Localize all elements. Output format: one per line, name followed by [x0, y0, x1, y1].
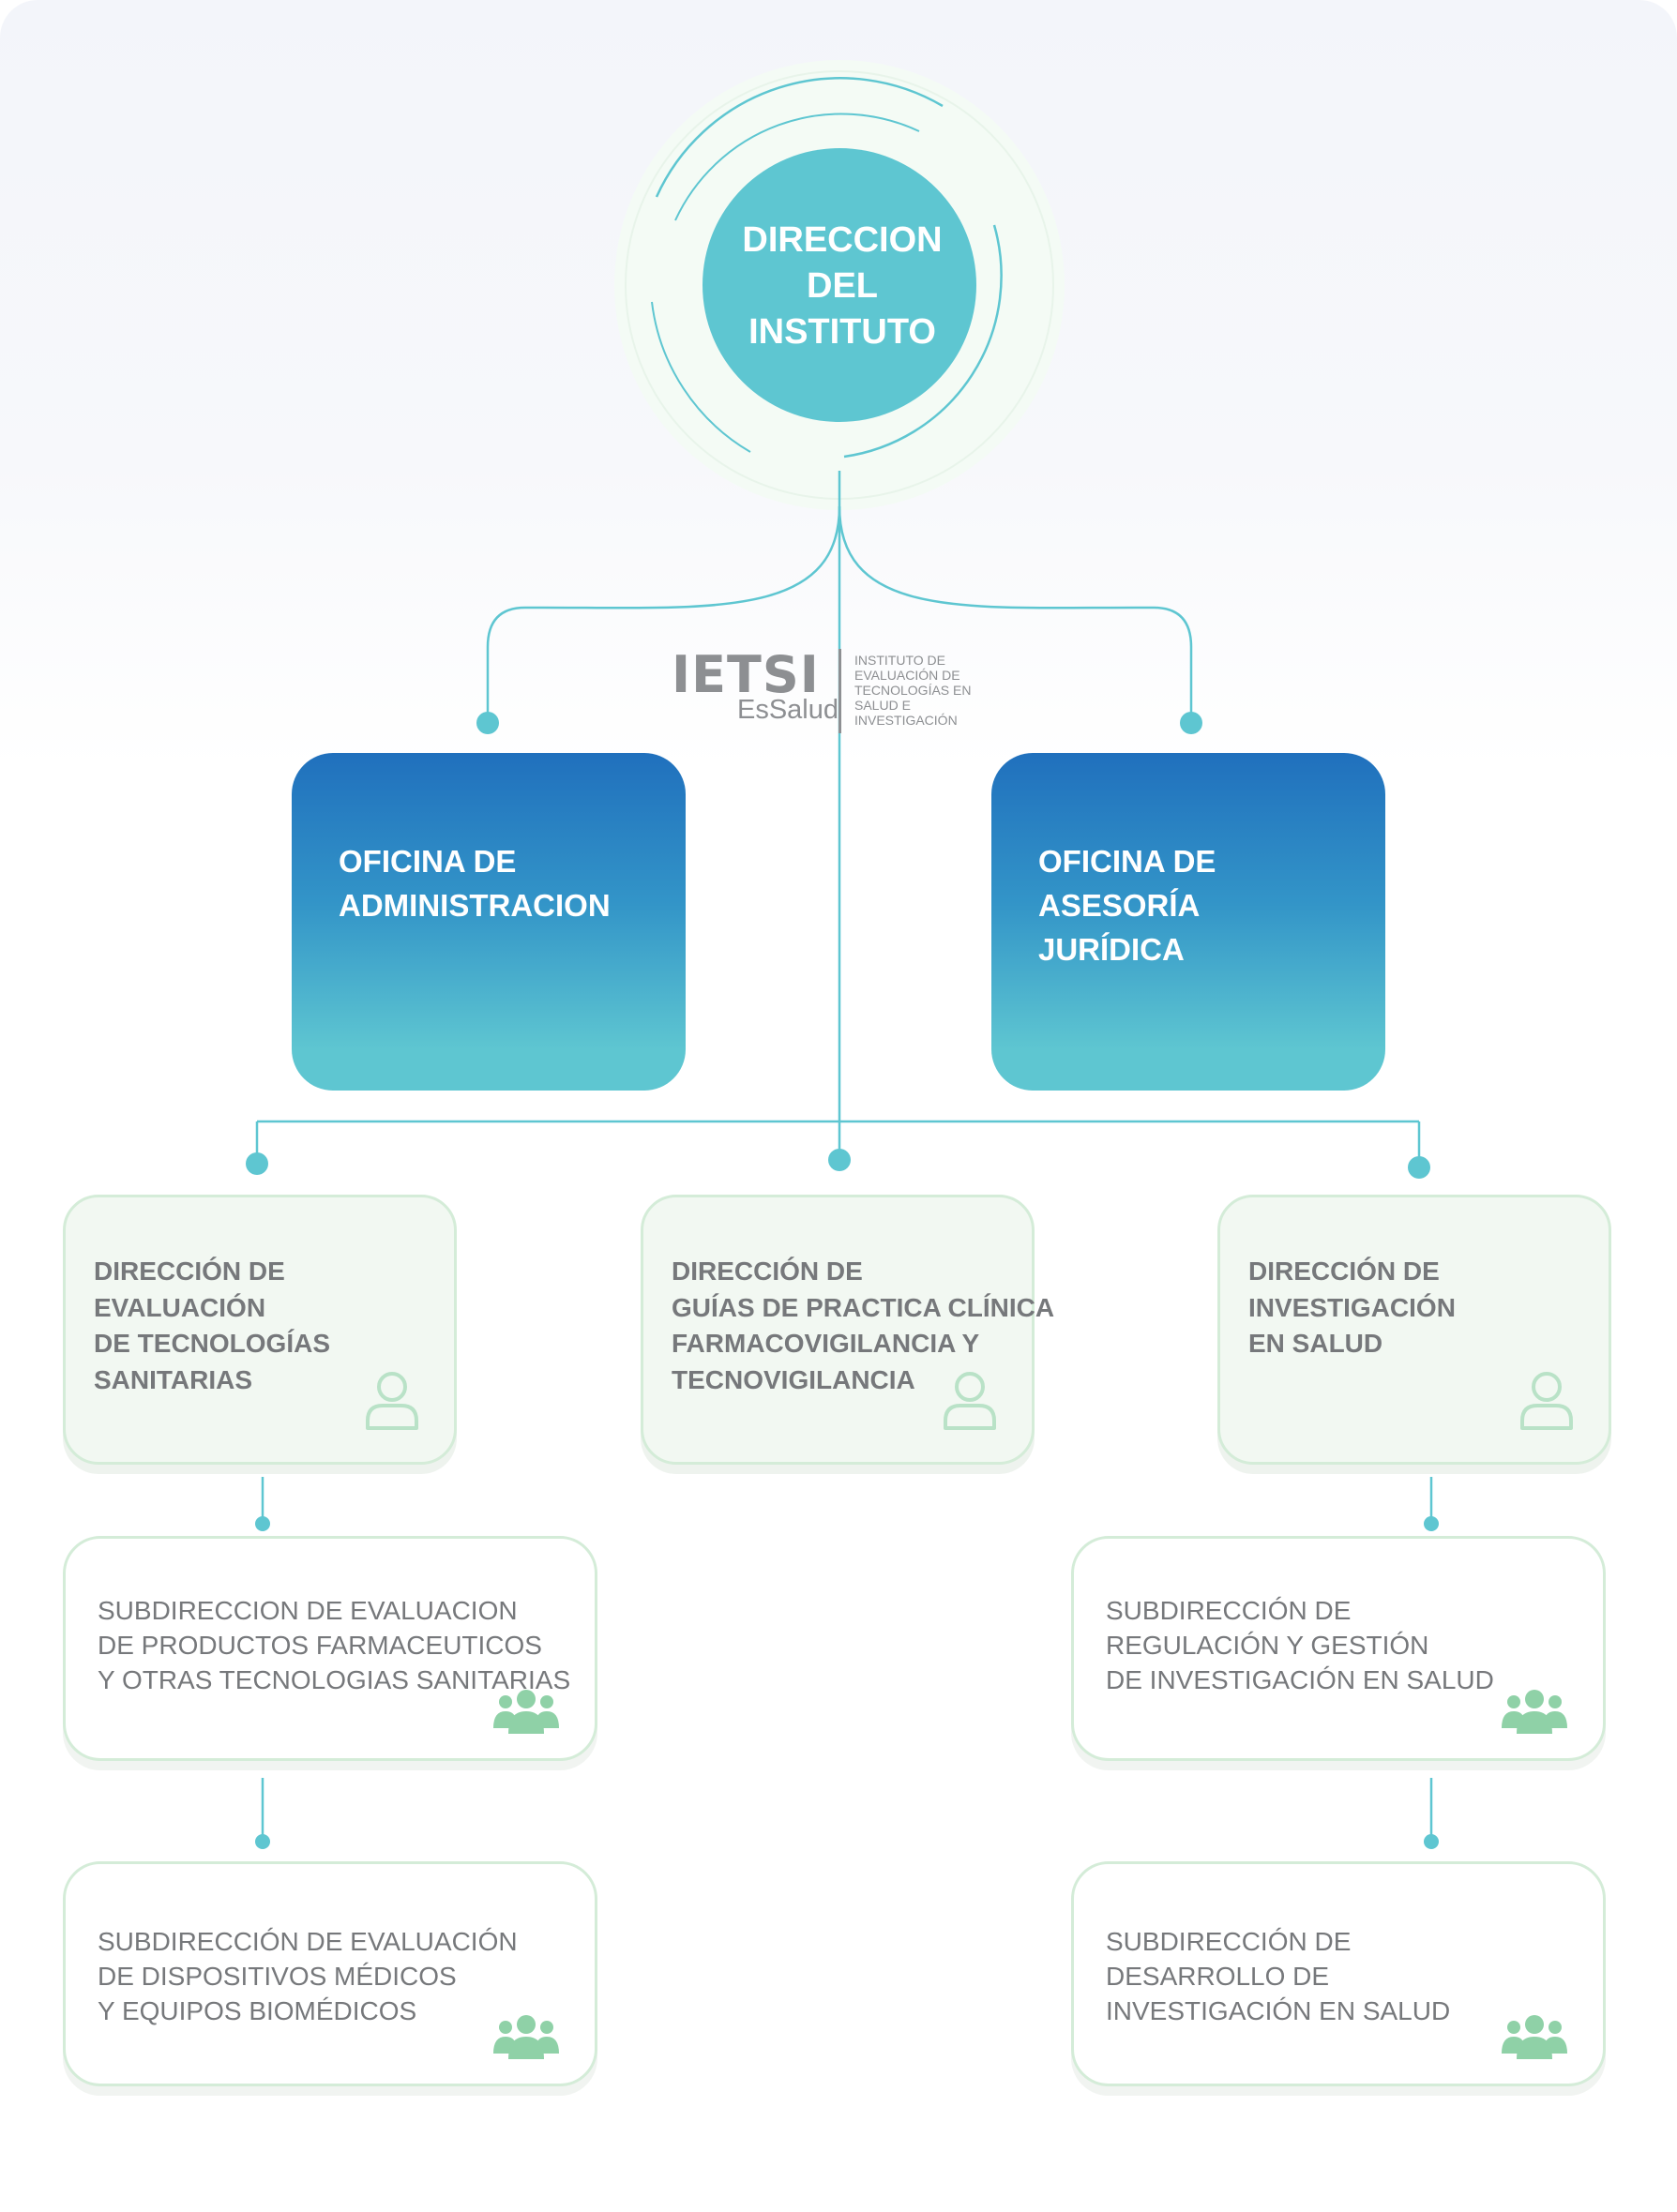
subdirectorate-line: DE DISPOSITIVOS MÉDICOS — [98, 1962, 457, 1991]
root-arc — [655, 77, 944, 198]
logo-desc-line: TECNOLOGÍAS EN — [854, 683, 972, 698]
subdirectorate-dispositivos-medicos: SUBDIRECCIÓN DE EVALUACIÓN DE DISPOSITIV… — [63, 1861, 597, 2086]
directorate-line: DIRECCIÓN DE — [672, 1256, 863, 1286]
subdirectorate-regulacion-gestion: SUBDIRECCIÓN DE REGULACIÓN Y GESTIÓN DE … — [1071, 1536, 1606, 1761]
connector-dot — [476, 712, 499, 734]
office-administracion: OFICINA DE ADMINISTRACION — [292, 753, 686, 1091]
root-node-title: DIRECCION DEL INSTITUTO — [705, 218, 979, 355]
subdirectorate-line: REGULACIÓN Y GESTIÓN — [1106, 1631, 1429, 1660]
ietsi-logo: IETSI EsSalud INSTITUTO DE EVALUACIÓN DE… — [672, 649, 990, 733]
user-icon — [366, 1372, 418, 1430]
directorate-line: TECNOVIGILANCIA — [672, 1364, 915, 1394]
connector-dot — [1424, 1516, 1439, 1531]
root-arc — [674, 113, 920, 221]
directorate-guias-practica-clinica: DIRECCIÓN DE GUÍAS DE PRACTICA CLÍNICA F… — [641, 1195, 1054, 1465]
directorate-evaluacion-tecnologias: DIRECCIÓN DE EVALUACIÓN DE TECNOLOGÍAS S… — [63, 1195, 457, 1465]
directorate-title: DIRECCIÓN DE INVESTIGACIÓN EN SALUD — [1248, 1254, 1456, 1362]
office-title: OFICINA DE ASESORÍA JURÍDICA — [1038, 839, 1216, 971]
subdirectorate-title: SUBDIRECCION DE EVALUACION DE PRODUCTOS … — [98, 1593, 570, 1697]
office-line: JURÍDICA — [1038, 932, 1185, 967]
connector-dot — [246, 1152, 268, 1175]
subdirectorate-line: DE INVESTIGACIÓN EN SALUD — [1106, 1665, 1494, 1694]
directorate-investigacion-salud: DIRECCIÓN DE INVESTIGACIÓN EN SALUD — [1217, 1195, 1611, 1465]
office-line: OFICINA DE — [339, 844, 517, 879]
logo-desc-line: EVALUACIÓN DE — [854, 668, 960, 683]
directorate-line: GUÍAS DE PRACTICA CLÍNICA — [672, 1292, 1055, 1322]
office-asesoria-juridica: OFICINA DE ASESORÍA JURÍDICA — [991, 753, 1385, 1091]
directorate-line: DIRECCIÓN DE — [94, 1256, 285, 1286]
logo-divider — [838, 649, 841, 733]
subdirectorate-line: DESARROLLO DE — [1106, 1962, 1330, 1991]
connector-dot — [1180, 712, 1202, 734]
logo-wordmark: IETSI — [672, 645, 820, 704]
subdirectorate-line: Y EQUIPOS BIOMÉDICOS — [98, 1996, 417, 2025]
directorate-line: EVALUACIÓN — [94, 1292, 266, 1322]
logo-subtitle: EsSalud — [736, 695, 838, 725]
directorate-title: DIRECCIÓN DE GUÍAS DE PRACTICA CLÍNICA F… — [672, 1254, 1054, 1398]
directorate-title: DIRECCIÓN DE EVALUACIÓN DE TECNOLOGÍAS S… — [94, 1254, 330, 1398]
group-icon — [1502, 1690, 1567, 1734]
subdirectorate-title: SUBDIRECCIÓN DE EVALUACIÓN DE DISPOSITIV… — [98, 1924, 518, 2028]
group-icon — [493, 2015, 559, 2059]
office-line: OFICINA DE — [1038, 844, 1216, 879]
logo-desc-line: SALUD E — [854, 698, 911, 713]
subdirectorate-line: DE PRODUCTOS FARMACEUTICOS — [98, 1631, 542, 1660]
user-icon — [1520, 1372, 1573, 1430]
directorate-line: DIRECCIÓN DE — [1248, 1256, 1440, 1286]
directorate-line: DE TECNOLOGÍAS — [94, 1329, 331, 1358]
user-icon — [944, 1372, 996, 1430]
subdirectorate-line: Y OTRAS TECNOLOGIAS SANITARIAS — [98, 1665, 571, 1694]
subdirectorate-title: SUBDIRECCIÓN DE REGULACIÓN Y GESTIÓN DE … — [1106, 1593, 1494, 1697]
directorate-line: EN SALUD — [1248, 1329, 1383, 1358]
logo-desc-line: INSTITUTO DE — [854, 653, 945, 668]
group-icon — [493, 1690, 559, 1734]
root-line: INSTITUTO — [748, 312, 936, 352]
root-circle — [703, 148, 976, 422]
branch-line — [486, 505, 841, 723]
subdirectorate-line: INVESTIGACIÓN EN SALUD — [1106, 1996, 1451, 2025]
root-arc — [843, 224, 1003, 459]
connector-dot — [828, 1149, 851, 1171]
logo-desc-line: INVESTIGACIÓN — [854, 713, 958, 728]
root-line: DIRECCION — [742, 220, 943, 260]
group-icon — [1502, 2015, 1567, 2059]
connector-dot — [1424, 1834, 1439, 1849]
subdirectorate-productos-farmaceuticos: SUBDIRECCION DE EVALUACION DE PRODUCTOS … — [63, 1536, 597, 1761]
root-arc — [651, 301, 751, 453]
connector-dot — [255, 1834, 270, 1849]
subdirectorate-line: SUBDIRECCIÓN DE EVALUACIÓN — [98, 1927, 518, 1956]
office-title: OFICINA DE ADMINISTRACION — [339, 839, 611, 927]
subdirectorate-line: SUBDIRECCION DE EVALUACION — [98, 1596, 518, 1625]
connector-dot — [255, 1516, 270, 1531]
root-line: DEL — [807, 266, 878, 306]
subdirectorate-title: SUBDIRECCIÓN DE DESARROLLO DE INVESTIGAC… — [1106, 1924, 1450, 2028]
subdirectorate-desarrollo-investigacion: SUBDIRECCIÓN DE DESARROLLO DE INVESTIGAC… — [1071, 1861, 1606, 2086]
office-line: ASESORÍA — [1038, 888, 1201, 923]
office-line: ADMINISTRACION — [339, 888, 611, 923]
connector-dot — [1408, 1156, 1430, 1179]
subdirectorate-line: SUBDIRECCIÓN DE — [1106, 1927, 1352, 1956]
logo-description: INSTITUTO DE EVALUACIÓN DE TECNOLOGÍAS E… — [854, 653, 1005, 728]
directorate-line: SANITARIAS — [94, 1364, 253, 1394]
directorate-line: INVESTIGACIÓN — [1248, 1292, 1456, 1322]
subdirectorate-line: SUBDIRECCIÓN DE — [1106, 1596, 1352, 1625]
branch-line — [838, 505, 1193, 723]
directorate-line: FARMACOVIGILANCIA Y — [672, 1329, 980, 1358]
